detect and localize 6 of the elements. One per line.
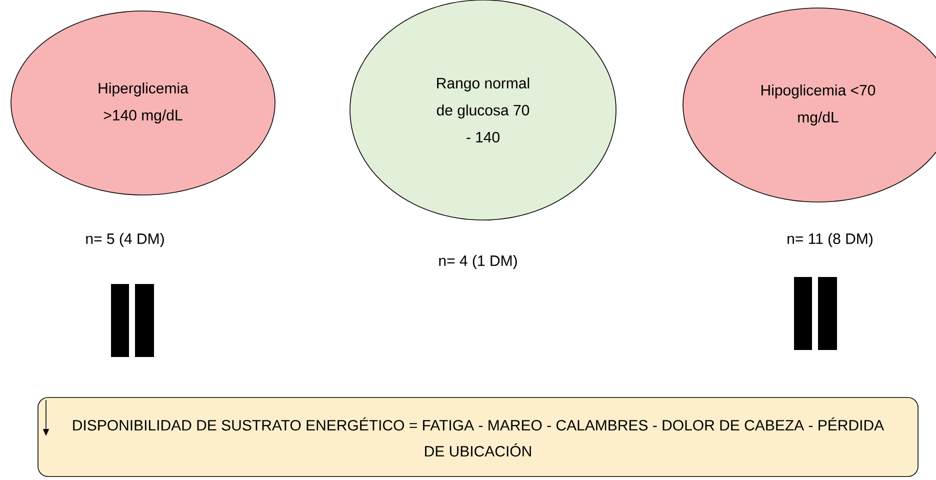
count-label: n= 4 (1 DM) xyxy=(439,255,517,269)
text-box: DISPONIBILIDAD DE SUSTRATO ENERGÉTICO = FATIGA - MAREO - CALAMBRES - DOLOR DE CABEZA - PÉRDIDA DE UBICACIÓN xyxy=(38,397,918,477)
count-label: n= 11 (8 DM) xyxy=(788,233,872,247)
ellipse-node: Hiperglicemia >140 mg/dL xyxy=(10,10,276,196)
ellipse-node: Hipoglicemia <70 mg/dL xyxy=(682,8,936,202)
count-label: n= 5 (4 DM) xyxy=(86,233,164,247)
